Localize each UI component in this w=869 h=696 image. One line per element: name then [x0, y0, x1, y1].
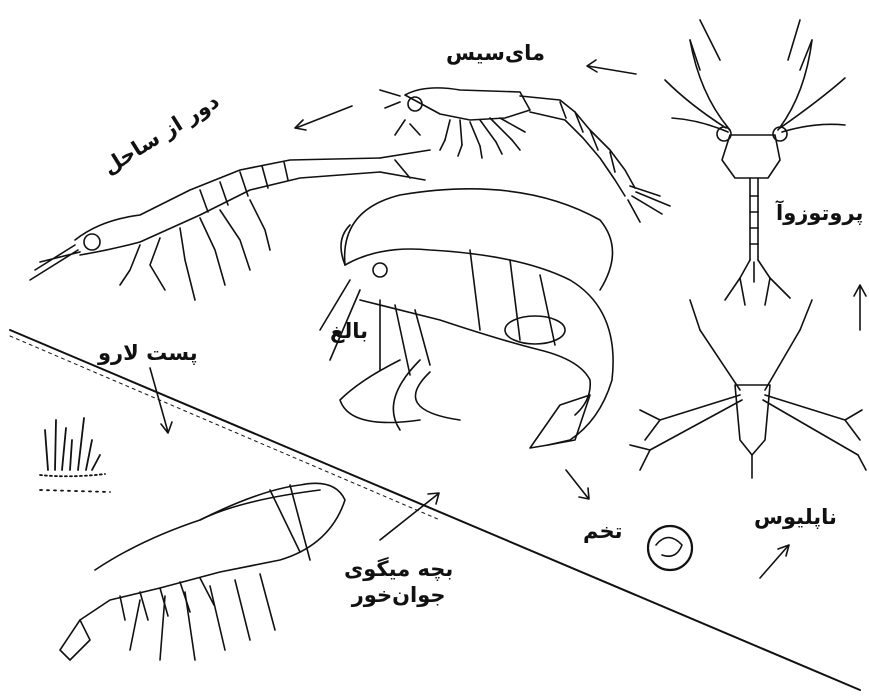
offshore-shrimp-illustration [30, 150, 430, 300]
shoreline [10, 330, 860, 690]
arrow-nauplius-to-protozoea [854, 285, 866, 330]
protozoea-larva-illustration [665, 20, 845, 305]
arrow-adult-to-egg [566, 470, 589, 499]
label-nauplius: ناپلیوس [754, 504, 837, 530]
label-juvenile-line2: جوان‌خور [344, 582, 453, 608]
mysis-larva-illustration [380, 88, 670, 222]
label-adult: بالغ [330, 318, 368, 344]
label-postlarva: پست لارو [98, 340, 198, 366]
arrow-protozoea-to-mysis [587, 60, 636, 74]
label-egg: تخم [583, 518, 623, 544]
nauplius-larva-illustration [630, 300, 866, 478]
arrow-mysis-to-offshore [295, 106, 352, 130]
seagrass-illustration [40, 418, 110, 492]
label-juvenile-line1: بچه میگوی [344, 556, 453, 582]
label-mysis: مای‌سیس [446, 40, 545, 66]
label-protozoea: پروتوزوآ [776, 200, 863, 226]
egg-illustration [648, 526, 692, 570]
label-juvenile: بچه میگوی جوان‌خور [344, 556, 453, 609]
arrow-egg-to-nauplius [760, 545, 789, 578]
juvenile-shrimp-illustration [60, 483, 345, 660]
